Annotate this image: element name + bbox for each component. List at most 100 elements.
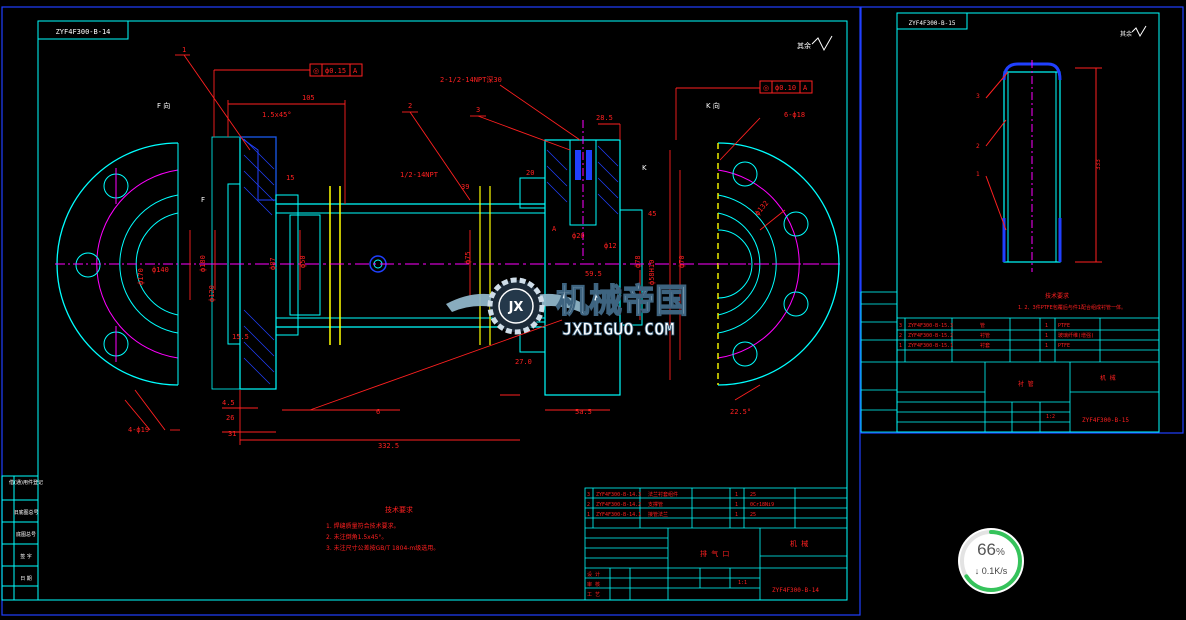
dim-phi-87: ф87 [269,257,277,270]
main-stamp-text: ZYF4F300-B-14 [56,28,111,36]
notes-title: 技术要求 [385,505,413,514]
detail-roughness-label: 其余 [1120,30,1132,38]
main-sheet-inner-border [37,20,848,601]
dtb-row1-mat: PTFE [1058,323,1070,329]
side-stamp-2: 旧底图总号 [13,509,38,516]
tb-row1-code: ZYF4F300-B-14.3 [596,492,641,498]
detail-title-block [896,317,1160,433]
detail-callout-2: 2 [976,143,980,150]
dim-20: 20 [526,169,534,177]
detail-side-column [860,291,898,433]
dim-chamfer: 1.5x45° [262,111,292,119]
technical-notes: 技术要求 1. 焊缝质量符合技术要求。 2. 未注倒角1.5x45°。 3. 未… [326,505,439,552]
dim-phi-140: ф140 [152,266,169,274]
tb-row1-mat: 25 [750,492,756,498]
detail-title-text: 3 ZYF4F300-B-15.3 管 1 PTFE 2 ZYF4F300-B-… [899,322,1129,424]
dim-27: 27.0 [515,358,532,366]
detail-sheet-inner-border [896,12,1160,433]
dtb-row3-mat: PTFE [1058,343,1070,349]
dim-59.5: 59.5 [585,270,602,278]
dimension-texts: 1 2 3 2-1/2-14NPT深30 1/2-14NPT 105 1.5x4… [128,46,805,450]
dim-4-holes: 4-ф19 [128,426,149,434]
main-sheet-outer-border [1,6,861,616]
section-mark-k: K [642,164,647,172]
dtb-row3-code: ZYF4F300-B-15.1 [908,343,953,349]
right-flange-view: K 向 [700,101,840,386]
dim-phi-50: ф50 [299,255,307,268]
tb-part-name: 排 气 口 [700,549,729,558]
side-stamp-3: 底图总号 [16,531,36,538]
tb-row1-idx: 3 [587,492,590,498]
dim-phi-58: ф58H10 [648,260,656,285]
dtb-drawing-no: ZYF4F300-B-15 [1082,417,1129,424]
tb-label-review: 审 核 [587,581,600,588]
tb-row3-code: ZYF4F300-B-14.1 [596,512,641,518]
tb-row2-qty: 1 [735,502,738,508]
dtb-row3-idx: 1 [899,343,902,349]
left-flange-view: F 向 [55,101,240,386]
callout-2: 2 [408,102,412,110]
dtb-row3-qty: 1 [1045,343,1048,349]
detail-dim-333: 333 [1095,159,1102,170]
main-title-text: 3 ZYF4F300-B-14.3 法兰衬套组件 1 25 2 ZYF4F300… [587,491,819,598]
tol-1-ref: A [353,67,358,75]
tb-row3-idx: 1 [587,512,590,518]
dim-26: 26 [226,414,234,422]
side-stamp-column: 借(通)用件登记 旧底图总号 底图总号 签 字 日 期 [1,475,43,601]
dim-phi-132: ф132 [753,199,770,217]
speed-rate: ↓ 0.1K/s [974,566,1008,576]
speed-percent-unit: % [996,547,1005,558]
tb-row3-mat: 25 [750,512,756,518]
section-mark-f: F [201,196,205,204]
detail-stamp-text: ZYF4F300-B-15 [909,20,956,27]
dim-6: 6 [376,408,380,416]
dtb-row1-name: 管 [980,322,985,329]
side-stamp-5: 日 期 [20,576,32,582]
dim-39: 39 [461,183,469,191]
dim-phi-70: ф70 [678,255,686,268]
tb-row3-name: 接管法兰 [648,511,668,518]
tb-row2-name: 支撑管 [648,501,663,508]
dim-332.5: 332.5 [378,442,399,450]
detail-sheet: ZYF4F300-B-15 其余 333 3 2 1 技术要求 1. 2、3件P… [860,6,1184,434]
dim-5a.5: 5a.5 [575,408,592,416]
dtb-part-name: 衬 管 [1018,380,1034,388]
tb-company: 机 械 [790,539,808,548]
detail-roughness-icon [1131,25,1147,38]
dtb-company: 机 械 [1100,374,1116,382]
view-label-f: F 向 [157,101,170,110]
tb-row2-code: ZYF4F300-B-14.2 [596,502,641,508]
view-label-k: K 向 [706,101,720,110]
detail-callout-1: 1 [976,171,980,178]
speed-percent-value: 66 [977,540,996,559]
side-stamp-1: 借(通)用件登记 [9,479,43,486]
dim-31: 31 [228,430,236,438]
detail-sheet-outer-border [860,6,1184,434]
liner-part-drawing: 333 3 2 1 [976,60,1102,272]
dtb-row2-idx: 2 [899,333,902,339]
note-2: 2. 未注倒角1.5x45°。 [326,533,387,541]
dtb-row1-qty: 1 [1045,323,1048,329]
side-stamp-4: 签 字 [20,553,32,560]
dtb-scale: 1:2 [1046,414,1055,420]
dtb-row3-name: 衬套 [980,342,990,349]
watermark-logo: JX 机械帝国 JXDIGUO.COM [446,277,689,340]
watermark-title: 机械帝国 [556,281,688,320]
tb-row1-name: 法兰衬套组件 [648,491,678,498]
callout-1: 1 [182,46,186,54]
tol-1-symbol: ◎ [313,67,319,75]
watermark-url: JXDIGUO.COM [562,320,675,340]
tb-row2-mat: 0Cr18Ni9 [750,502,774,508]
main-title-block [584,487,848,601]
tolerance-frame-2: ◎ ф0.10 A [759,80,813,94]
speed-percent: 66% [958,540,1024,560]
dim-phi-75: ф75 [464,251,472,264]
roughness-symbol-icon [811,35,833,52]
detail-stamp-box [896,12,968,30]
network-speed-widget[interactable]: 66% ↓ 0.1K/s [958,528,1024,594]
tb-row3-qty: 1 [735,512,738,518]
note-1: 1. 焊缝质量符合技术要求。 [326,522,400,530]
main-stamp-box [37,20,129,40]
tb-label-design: 设 计 [587,571,600,578]
